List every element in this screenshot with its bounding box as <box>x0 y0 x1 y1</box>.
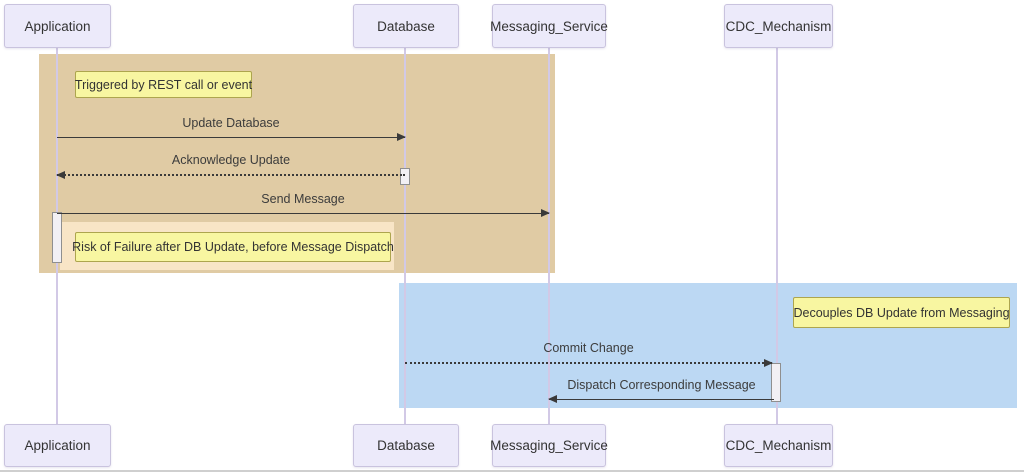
message-label: Commit Change <box>543 341 634 355</box>
participant-database-bottom: Database <box>353 424 459 467</box>
note-risk-of-failure: Risk of Failure after DB Update, before … <box>72 232 394 262</box>
message-line <box>57 209 550 217</box>
message-send-message: Send Message <box>57 191 550 217</box>
arrowhead-right-icon <box>541 209 550 217</box>
activation-database <box>400 168 410 185</box>
message-line <box>56 171 405 179</box>
note-decouples-update: Decouples DB Update from Messaging <box>793 297 1010 328</box>
arrowhead-right-icon <box>397 133 406 141</box>
message-line <box>548 395 774 403</box>
message-label: Acknowledge Update <box>171 153 291 167</box>
lifeline-messaging-service <box>548 48 550 424</box>
participant-messaging-service-bottom: Messaging_Service <box>490 424 608 467</box>
arrowhead-left-icon <box>548 395 557 403</box>
participant-application-top: Application <box>4 4 111 48</box>
message-dispatch-corresponding-message: Dispatch Corresponding Message <box>548 377 774 403</box>
message-acknowledge-update: Acknowledge Update <box>56 152 405 179</box>
message-label: Update Database <box>182 116 280 130</box>
message-update-database: Update Database <box>57 115 406 141</box>
activation-cdc-mechanism <box>771 363 781 402</box>
arrowhead-left-icon <box>56 171 65 179</box>
arrowhead-right-icon <box>764 359 773 367</box>
message-commit-change: Commit Change <box>405 340 773 367</box>
participant-cdc-mechanism-bottom: CDC_Mechanism <box>724 424 833 467</box>
participant-application-bottom: Application <box>4 424 111 467</box>
lifeline-cdc-mechanism <box>776 48 778 424</box>
lifeline-database <box>404 48 406 424</box>
message-label: Dispatch Corresponding Message <box>567 378 756 392</box>
message-line <box>57 133 406 141</box>
participant-cdc-mechanism-top: CDC_Mechanism <box>724 4 833 48</box>
message-line <box>405 359 773 367</box>
note-triggered-by-rest: Triggered by REST call or event <box>75 71 252 98</box>
participant-database-top: Database <box>353 4 459 48</box>
participant-messaging-service-top: Messaging_Service <box>490 4 608 48</box>
activation-application <box>52 212 62 263</box>
window-bottom-edge <box>0 470 1024 472</box>
message-label: Send Message <box>261 192 345 206</box>
